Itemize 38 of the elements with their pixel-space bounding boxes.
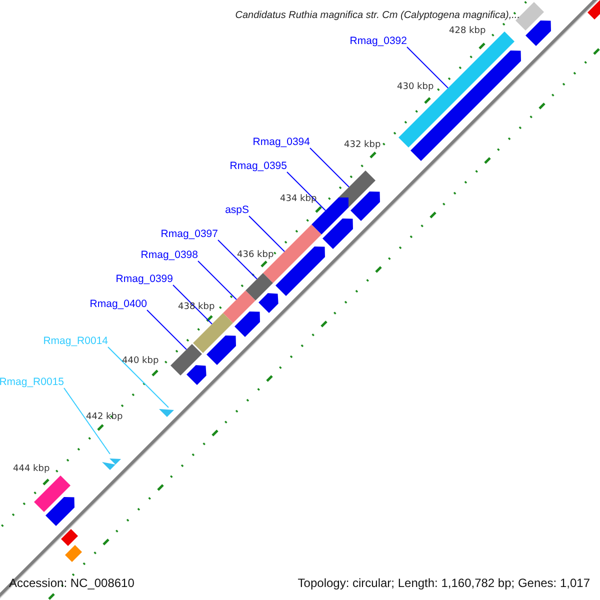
scale-label: 442 kbp [86, 412, 123, 423]
scale-label: 438 kbp [178, 302, 215, 313]
gene-label: Rmag_0397 [160, 228, 218, 240]
gene-bar [170, 344, 202, 376]
rna-marker [102, 458, 121, 470]
leader-line [198, 260, 237, 300]
accession-text: Accession: NC_008610 [9, 576, 134, 590]
scale-label: 432 kbp [344, 140, 381, 151]
gene-label: Rmag_0398 [140, 249, 198, 261]
leader-line [172, 284, 212, 324]
rna-marker [159, 409, 174, 417]
leader-line [406, 46, 448, 88]
gene-label: Rmag_0399 [116, 273, 173, 285]
leader-line [286, 172, 326, 211]
gene-bar [338, 170, 376, 208]
scale-label: 444 kbp [13, 464, 50, 475]
summary-text: Topology: circular; Length: 1,160,782 bp; Genes: 1,017 [298, 576, 590, 590]
scale-label: 430 kbp [397, 82, 434, 93]
gene-label: Rmag_0395 [230, 160, 287, 172]
map-title: Candidatus Ruthia magnifica str. Cm (Calyptogena magnifica),... [235, 9, 520, 23]
gene-label: Rmag_0394 [252, 136, 310, 148]
gene-bar [223, 290, 256, 323]
gene-label: Rmag_0392 [350, 35, 407, 47]
gene-bar [193, 313, 233, 353]
leader-line [108, 346, 169, 408]
leader-line [64, 388, 110, 454]
gene-label: Rmag_R0014 [43, 335, 108, 347]
leader-line [248, 216, 285, 252]
gene-bar [246, 273, 273, 300]
leader-line [218, 240, 258, 280]
scale-label: 428 kbp [449, 26, 486, 37]
scale-label: 436 kbp [237, 250, 274, 261]
gene-label: aspS [225, 204, 249, 216]
gene-label: Rmag_0400 [90, 298, 147, 310]
leader-line [310, 148, 350, 188]
leader-line [146, 310, 187, 350]
gene-label: Rmag_R0015 [0, 376, 64, 388]
scale-label: 440 kbp [122, 356, 159, 367]
